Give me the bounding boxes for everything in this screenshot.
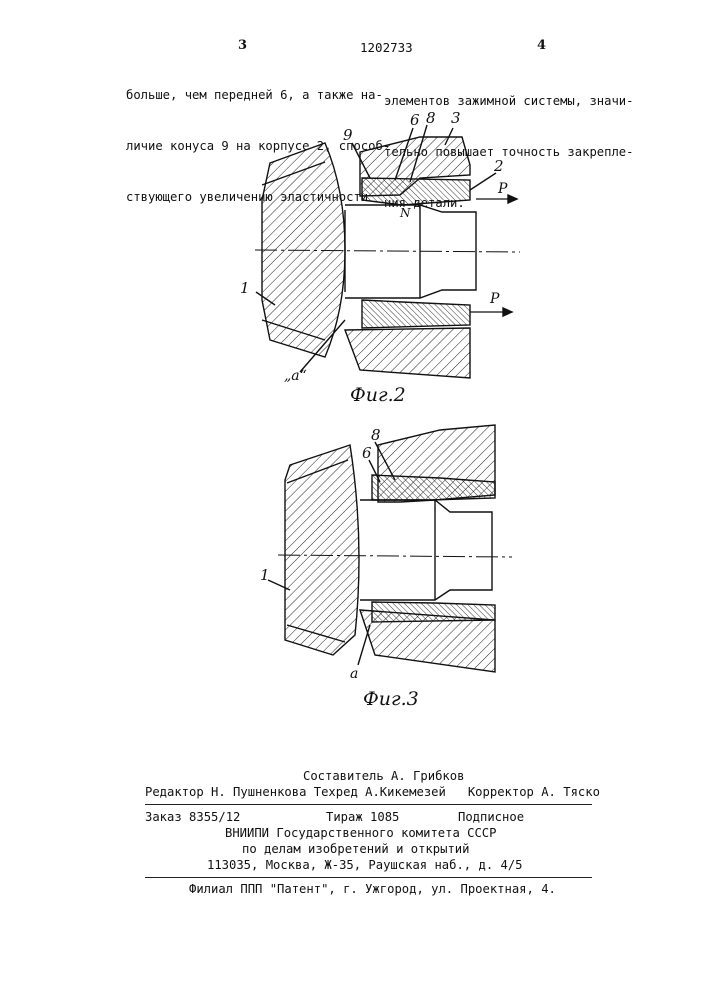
figure-3-drawing: 8 6 1 a Фиг.3	[0, 420, 707, 720]
order-number: Заказ 8355/12	[145, 810, 240, 824]
fig2-label-p2: P	[489, 291, 500, 307]
org-line-1: ВНИИПИ Государственного комитета СССР	[225, 826, 497, 840]
compiler-line: Составитель А. Грибков	[303, 769, 464, 783]
fig2-label-1: 1	[240, 279, 250, 297]
fig2-label-6: 6	[410, 111, 420, 129]
figure-3-caption: Фиг.3	[363, 688, 419, 710]
fig2-label-9: 9	[343, 126, 353, 144]
fig2-label-2: 2	[493, 157, 504, 175]
fig2-label-n: N	[399, 206, 411, 220]
figure-2-caption: Фиг.2	[350, 384, 406, 406]
footer-rule-2	[145, 877, 592, 878]
address-line: 113035, Москва, Ж-35, Раушская наб., д. …	[207, 858, 523, 872]
org-line-2: по делам изобретений и открытий	[242, 842, 469, 856]
fig3-label-8: 8	[371, 426, 381, 444]
subscription: Подписное	[458, 810, 524, 824]
fig3-label-a: a	[350, 666, 358, 682]
fig2-label-a: „a“	[284, 368, 307, 384]
fig3-label-6: 6	[362, 444, 372, 462]
fig3-label-1: 1	[260, 566, 270, 584]
fig2-label-p1: P	[497, 181, 508, 197]
branch-line: Филиал ППП "Патент", г. Ужгород, ул. Про…	[189, 882, 556, 896]
fig2-label-8: 8	[426, 109, 436, 127]
figure-2-drawing: 9 6 8 3 2 P P N 1 „a“ Фиг.2	[0, 0, 707, 420]
editors-line: Редактор Н. Пушненкова Техред А.Кикемезе…	[145, 785, 600, 799]
footer-rule-1	[145, 804, 592, 805]
circulation: Тираж 1085	[326, 810, 399, 824]
fig2-label-3: 3	[451, 109, 461, 127]
